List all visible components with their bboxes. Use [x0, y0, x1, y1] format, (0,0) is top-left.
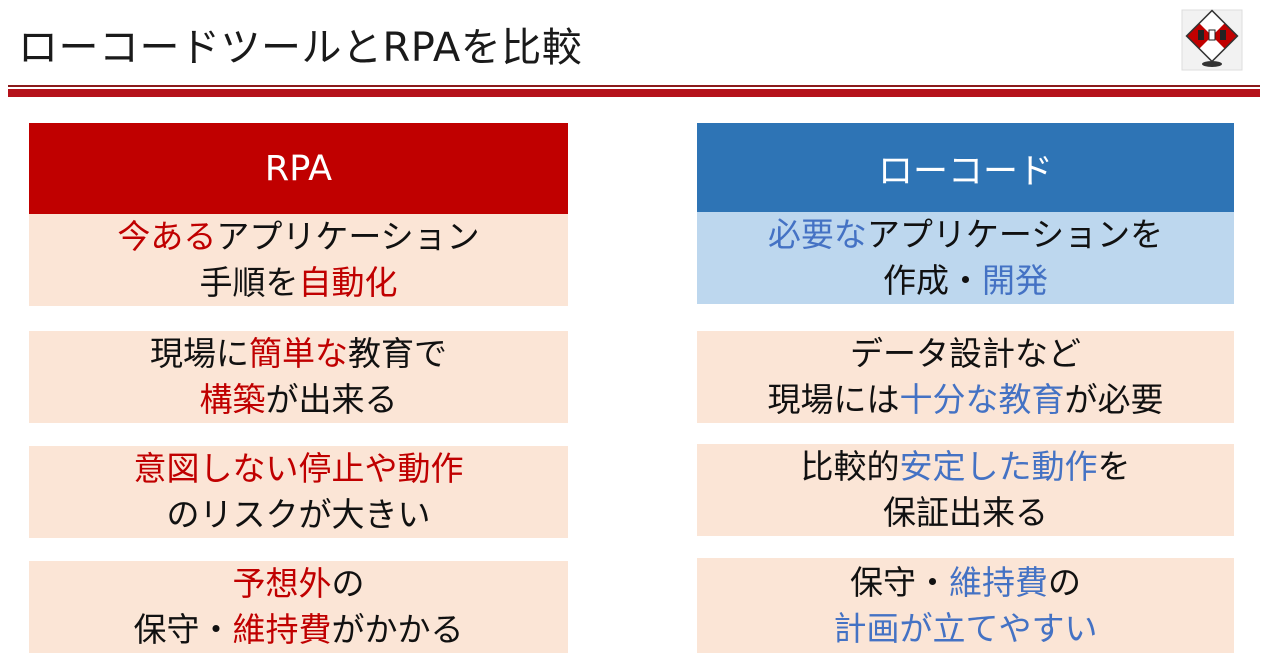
- text: の: [1048, 562, 1081, 602]
- text: 現場には: [767, 380, 900, 419]
- lowcode-card-3: 比較的安定した動作を 保証出来る: [697, 444, 1234, 536]
- text: 作成・: [883, 261, 982, 300]
- lowcode-card-1-line-1: 必要なアプリケーションを: [768, 212, 1163, 258]
- text: 保守・: [133, 610, 233, 649]
- lowcode-card-1: 必要なアプリケーションを 作成・開発: [697, 212, 1234, 304]
- rpa-card-1-line-2: 手順を自動化: [200, 260, 398, 306]
- company-logo-icon: [1180, 6, 1244, 74]
- highlight-text: 十分な教育: [899, 380, 1065, 419]
- lowcode-card-4-line-2: 計画が立てやすい: [833, 608, 1098, 648]
- highlight-text: 自動化: [298, 263, 398, 302]
- lowcode-card-3-line-2: 保証出来る: [883, 493, 1048, 532]
- lowcode-card-1-line-2: 作成・開発: [883, 258, 1048, 304]
- lowcode-card-4: 保守・維持費の 計画が立てやすい: [697, 558, 1234, 653]
- rpa-card-2-line-2: 構築が出来る: [200, 377, 398, 423]
- rpa-card-4-line-1: 予想外の: [233, 561, 365, 607]
- highlight-text: 開発: [982, 261, 1048, 300]
- rpa-card-2-line-1: 現場に簡単な教育で: [150, 331, 447, 377]
- text: 教育で: [348, 334, 447, 373]
- rpa-card-1-line-1: 今あるアプリケーション: [117, 214, 479, 260]
- text: アプリケーション: [216, 217, 480, 256]
- rpa-card-4-line-2: 保守・維持費がかかる: [134, 607, 464, 653]
- highlight-text: 維持費: [232, 610, 332, 649]
- highlight-text: 今ある: [117, 217, 217, 256]
- lowcode-card-2-line-2: 現場には十分な教育が必要: [768, 377, 1164, 423]
- highlight-text: 必要な: [767, 215, 867, 254]
- rpa-card-3: 意図しない停止や動作 のリスクが大きい: [29, 446, 568, 538]
- header-rule-thick: [8, 89, 1260, 97]
- lowcode-card-4-line-1: 保守・維持費の: [850, 560, 1081, 606]
- highlight-text: 予想外: [232, 564, 332, 603]
- text: 保守・: [850, 562, 949, 602]
- text: アプリケーションを: [866, 215, 1164, 254]
- text: を: [1097, 447, 1131, 486]
- lowcode-column-header: ローコード: [697, 123, 1234, 214]
- rpa-card-2: 現場に簡単な教育で 構築が出来る: [29, 331, 568, 423]
- text: が出来る: [265, 380, 398, 419]
- text: 現場に: [150, 334, 249, 373]
- text: が必要: [1064, 380, 1164, 419]
- rpa-card-3-line-1: 意図しない停止や動作: [133, 449, 464, 488]
- lowcode-card-3-line-1: 比較的安定した動作を: [801, 444, 1131, 490]
- highlight-text: 構築: [199, 380, 266, 419]
- highlight-text: 簡単な: [249, 334, 348, 373]
- rpa-card-4: 予想外の 保守・維持費がかかる: [29, 561, 568, 653]
- rpa-card-1: 今あるアプリケーション 手順を自動化: [29, 214, 568, 306]
- lowcode-card-2: データ設計など 現場には十分な教育が必要: [697, 331, 1234, 423]
- text: 手順を: [199, 263, 299, 302]
- page-title: ローコードツールとRPAを比較: [18, 25, 583, 71]
- rpa-card-3-line-2: のリスクが大きい: [166, 495, 431, 534]
- text: の: [331, 564, 365, 603]
- text: 比較的: [800, 447, 900, 486]
- highlight-text: 安定した動作: [899, 447, 1098, 486]
- text: がかかる: [331, 610, 464, 649]
- rpa-column-header: RPA: [29, 123, 568, 214]
- header-rule-thin: [8, 85, 1260, 87]
- highlight-text: 維持費: [949, 562, 1048, 602]
- lowcode-card-2-line-1: データ設計など: [850, 334, 1081, 373]
